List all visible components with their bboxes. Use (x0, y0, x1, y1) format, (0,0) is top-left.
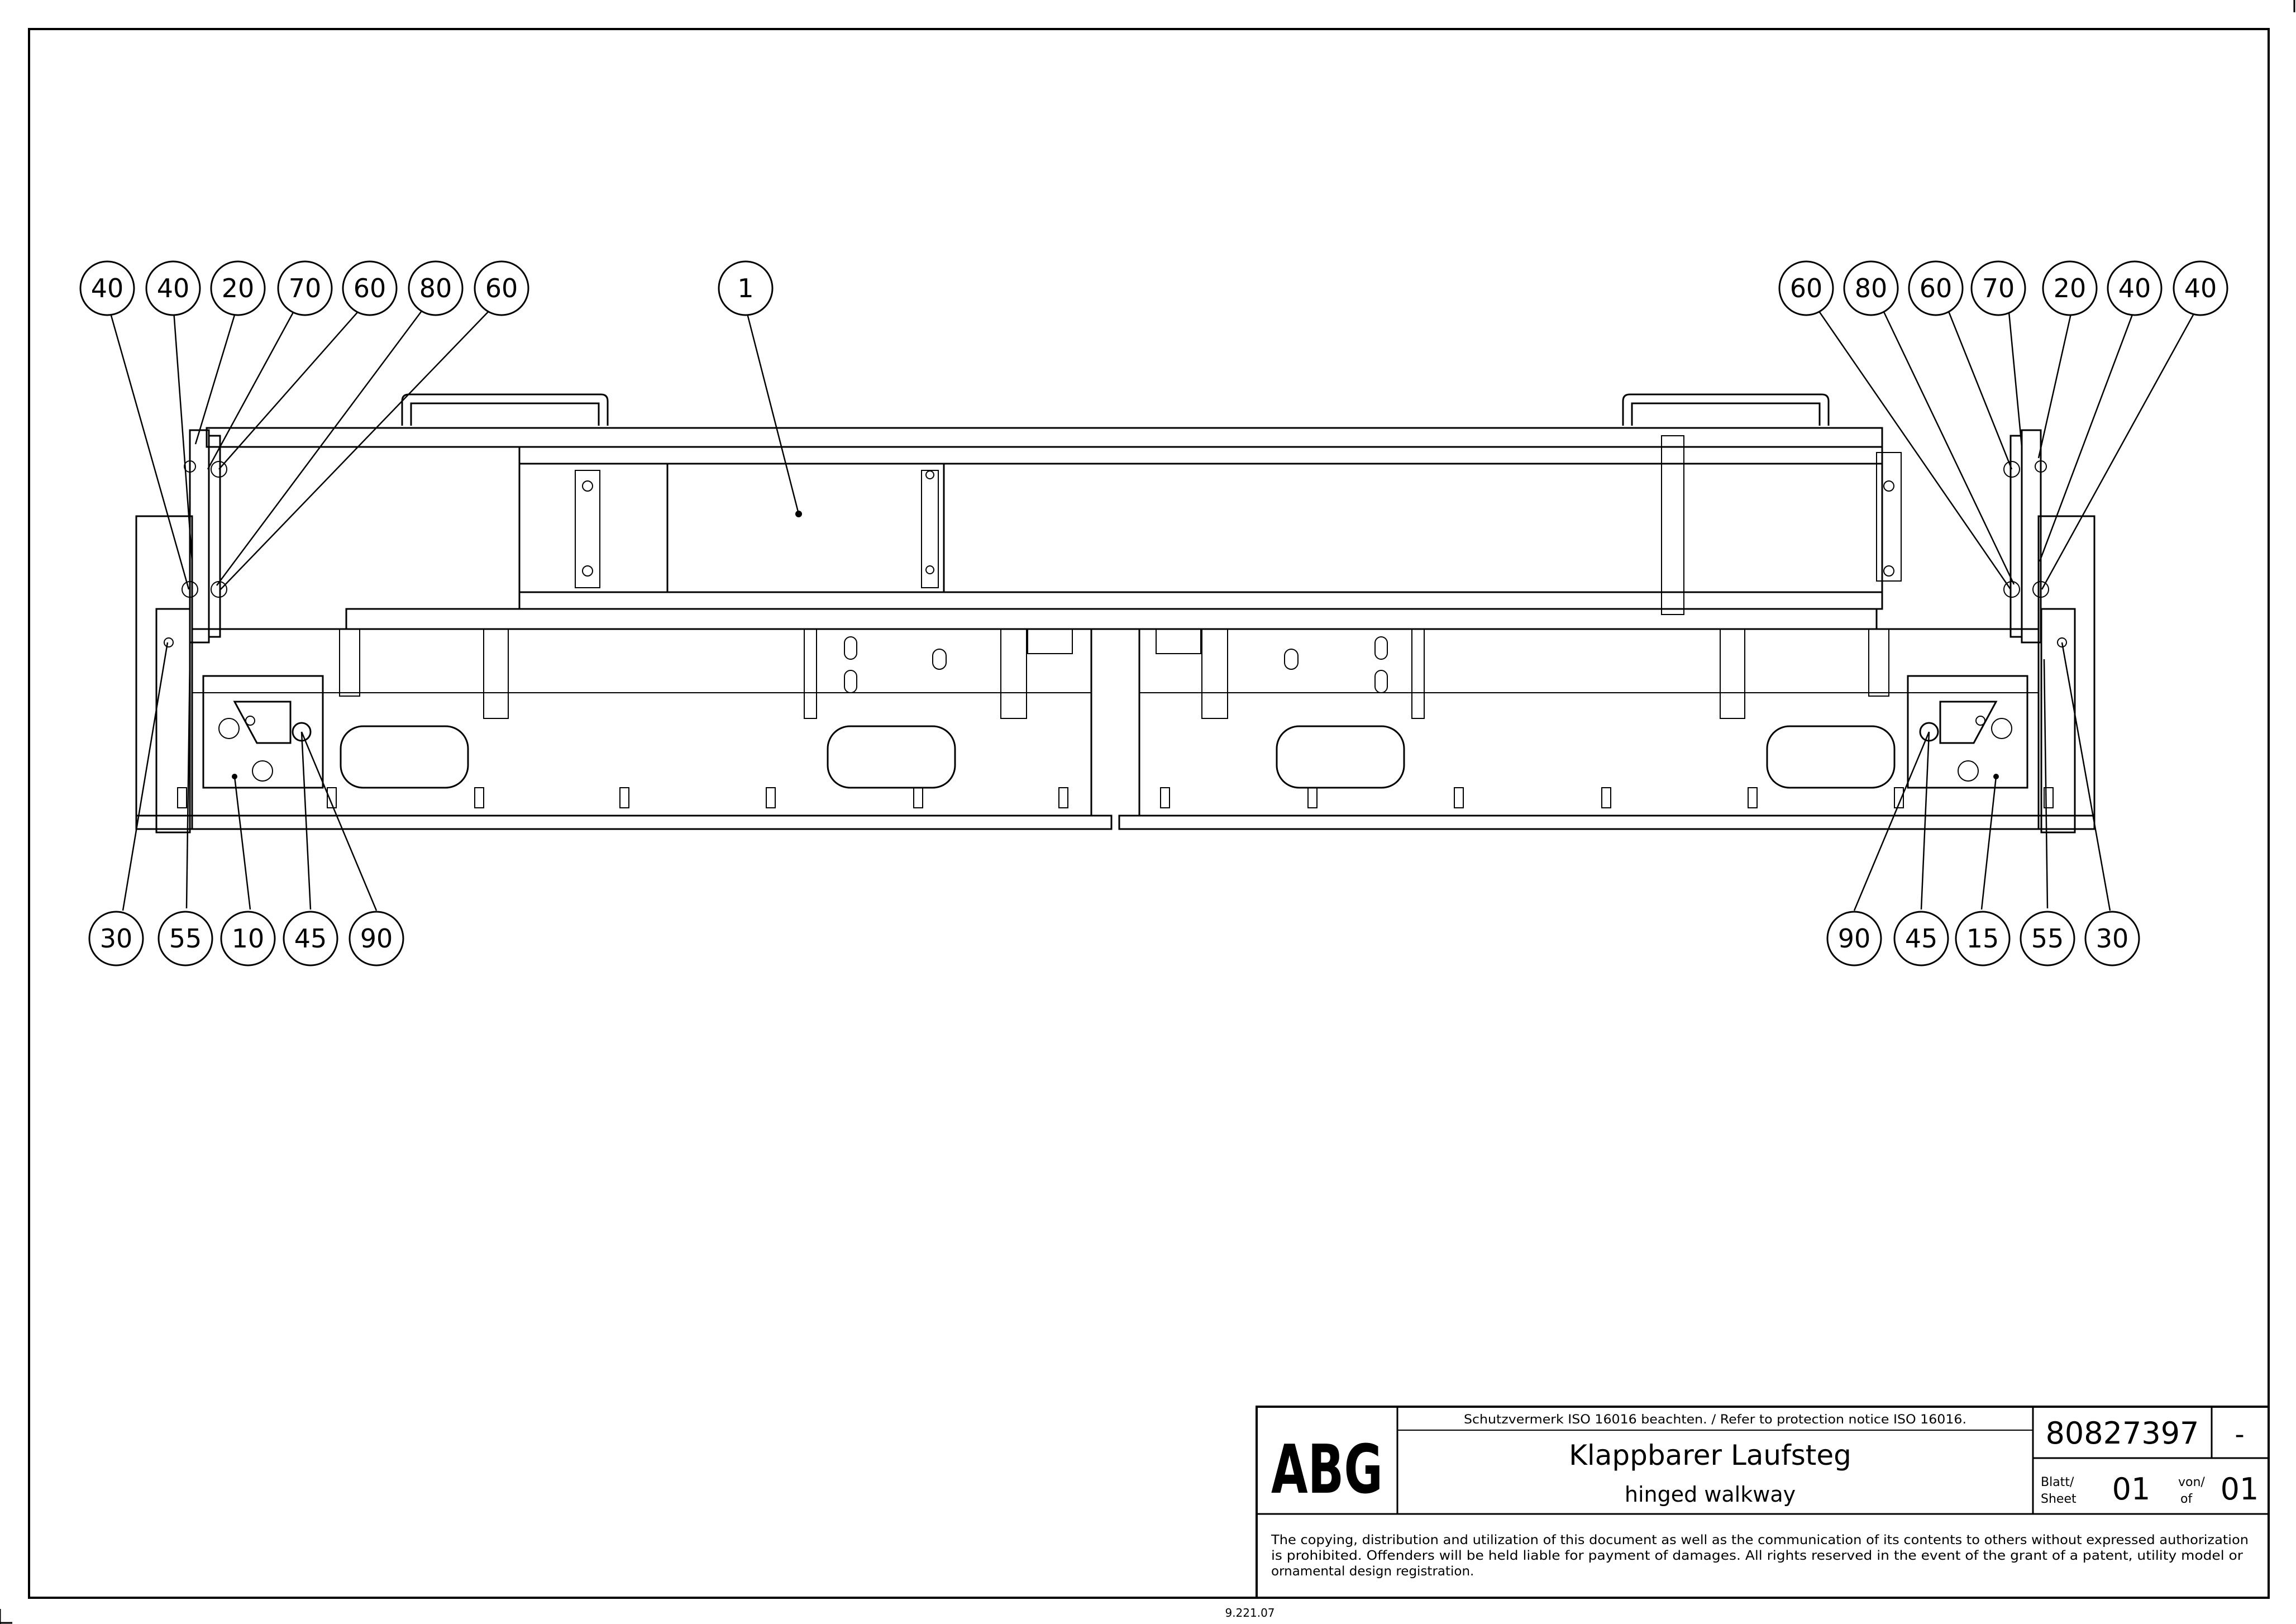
callout-bubble-main: 1 (718, 260, 774, 316)
callout-bubble: 70 (1970, 260, 2026, 316)
callout-bubble: 20 (210, 260, 266, 316)
callout-label: 60 (1790, 273, 1823, 303)
callout-label: 40 (2118, 273, 2151, 303)
callout-bubble: 40 (79, 260, 135, 316)
callout-label: 45 (1905, 923, 1938, 954)
callout-bubble: 80 (1843, 260, 1899, 316)
callout-label: 10 (232, 923, 265, 954)
callouts-right-bottom: 90 45 15 55 30 (1826, 911, 2140, 966)
callouts-left-top: 40 40 20 70 60 80 60 (79, 260, 529, 316)
callout-bubble: 60 (1778, 260, 1834, 316)
copyright-line-2: is prohibited. Offenders will be held li… (1271, 1549, 2244, 1563)
callout-bubble: 30 (88, 911, 144, 966)
callout-bubble: 60 (342, 260, 398, 316)
leader-lines (106, 301, 2202, 911)
callout-bubble: 60 (474, 260, 529, 316)
callout-bubble: 20 (2042, 260, 2098, 316)
of-label-de: von/ (2178, 1475, 2205, 1489)
title-english: hinged walkway (1625, 1482, 1796, 1507)
callout-bubble: 60 (1908, 260, 1964, 316)
callout-bubble: 55 (2020, 911, 2075, 966)
copyright-line-3: ornamental design registration. (1271, 1564, 1474, 1579)
callout-label: 55 (169, 923, 202, 954)
callout-bubble: 40 (145, 260, 201, 316)
callout-bubble: 10 (220, 911, 276, 966)
sheet-number: 01 (2112, 1471, 2151, 1507)
callout-label: 60 (1920, 273, 1953, 303)
callout-bubble: 30 (2084, 911, 2140, 966)
callout-label: 40 (91, 273, 124, 303)
copyright-line-1: The copying, distribution and utilizatio… (1271, 1533, 2249, 1547)
callout-bubble: 55 (157, 911, 213, 966)
drawing-number: 80827397 (2046, 1416, 2199, 1451)
callout-label: 70 (289, 273, 322, 303)
callout-bubble: 40 (2107, 260, 2163, 316)
callout-label: 45 (294, 923, 327, 954)
title-block: ABG Schutzvermerk ISO 16016 beachten. / … (1256, 1406, 2270, 1599)
callout-bubble: 15 (1955, 911, 2011, 966)
callout-label: 60 (485, 273, 518, 303)
callout-bubble: 90 (1826, 911, 1882, 966)
callouts-left-bottom: 30 55 10 45 90 (88, 911, 404, 966)
callout-bubble: 70 (277, 260, 333, 316)
callout-label: 70 (1982, 273, 2015, 303)
callout-label: 80 (419, 273, 452, 303)
callout-label: 1 (737, 273, 753, 303)
callout-label: 55 (2031, 923, 2064, 954)
callout-label: 90 (360, 923, 393, 954)
callout-label: 30 (2096, 923, 2129, 954)
title-german: Klappbarer Laufsteg (1569, 1439, 1851, 1471)
callout-label: 40 (2184, 273, 2217, 303)
callout-label: 20 (222, 273, 255, 303)
sheet-frame (28, 28, 2270, 1599)
abg-logo: ABG (1271, 1431, 1383, 1509)
sheet-total: 01 (2221, 1471, 2259, 1507)
callouts-right-top: 60 80 60 70 20 40 40 (1778, 260, 2228, 316)
form-code: 9.221.07 (1225, 1606, 1275, 1620)
callout-label: 60 (354, 273, 386, 303)
revision: - (2235, 1419, 2244, 1450)
callout-bubble: 80 (408, 260, 464, 316)
callout-label: 90 (1838, 923, 1871, 954)
of-label-en: of (2180, 1492, 2193, 1506)
protection-notice: Schutzvermerk ISO 16016 beachten. / Refe… (1464, 1413, 1966, 1427)
sheet-label-en: Sheet (2041, 1492, 2077, 1506)
sheet-label-de: Blatt/ (2041, 1475, 2074, 1489)
callout-label: 30 (100, 923, 133, 954)
callout-bubble: 90 (349, 911, 404, 966)
walkway-assembly (135, 393, 2095, 834)
callout-label: 20 (2054, 273, 2087, 303)
callout-bubble: 45 (283, 911, 338, 966)
callout-label: 80 (1855, 273, 1888, 303)
callout-label: 40 (157, 273, 190, 303)
callout-bubble: 40 (2173, 260, 2228, 316)
callout-label: 15 (1966, 923, 1999, 954)
callout-bubble: 45 (1893, 911, 1949, 966)
